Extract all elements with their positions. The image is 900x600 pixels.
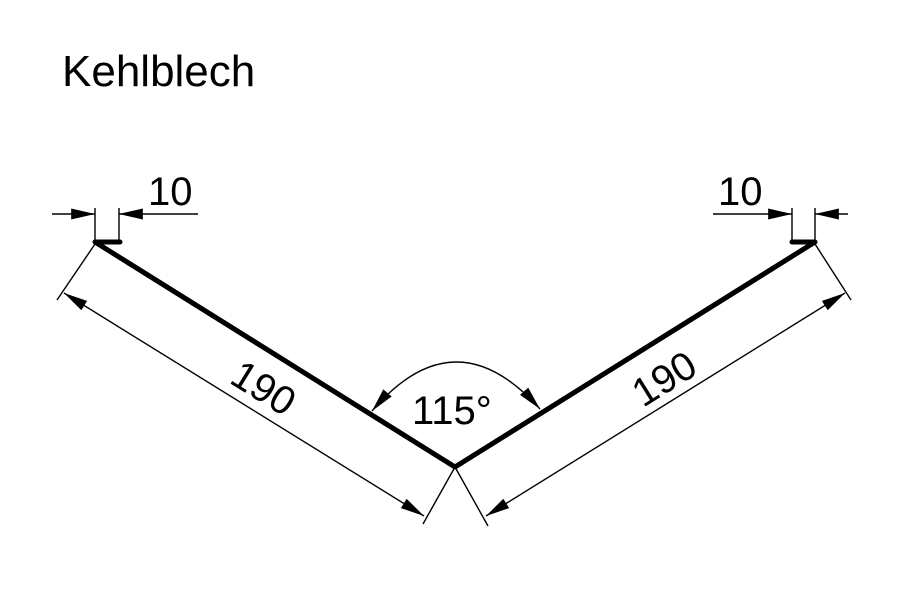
diagram-title: Kehlblech [62, 47, 255, 96]
angle-label: 115° [412, 389, 492, 433]
left-flange-label: 10 [148, 170, 193, 214]
left-leg-dimension [56, 243, 456, 525]
right-leg-dimension [454, 243, 852, 527]
right-flange-label: 10 [718, 170, 763, 214]
angle-dimension [371, 361, 541, 412]
sheet-profile [92, 239, 818, 470]
left-flange-dimension [52, 208, 198, 242]
right-flange-dimension [713, 208, 848, 242]
